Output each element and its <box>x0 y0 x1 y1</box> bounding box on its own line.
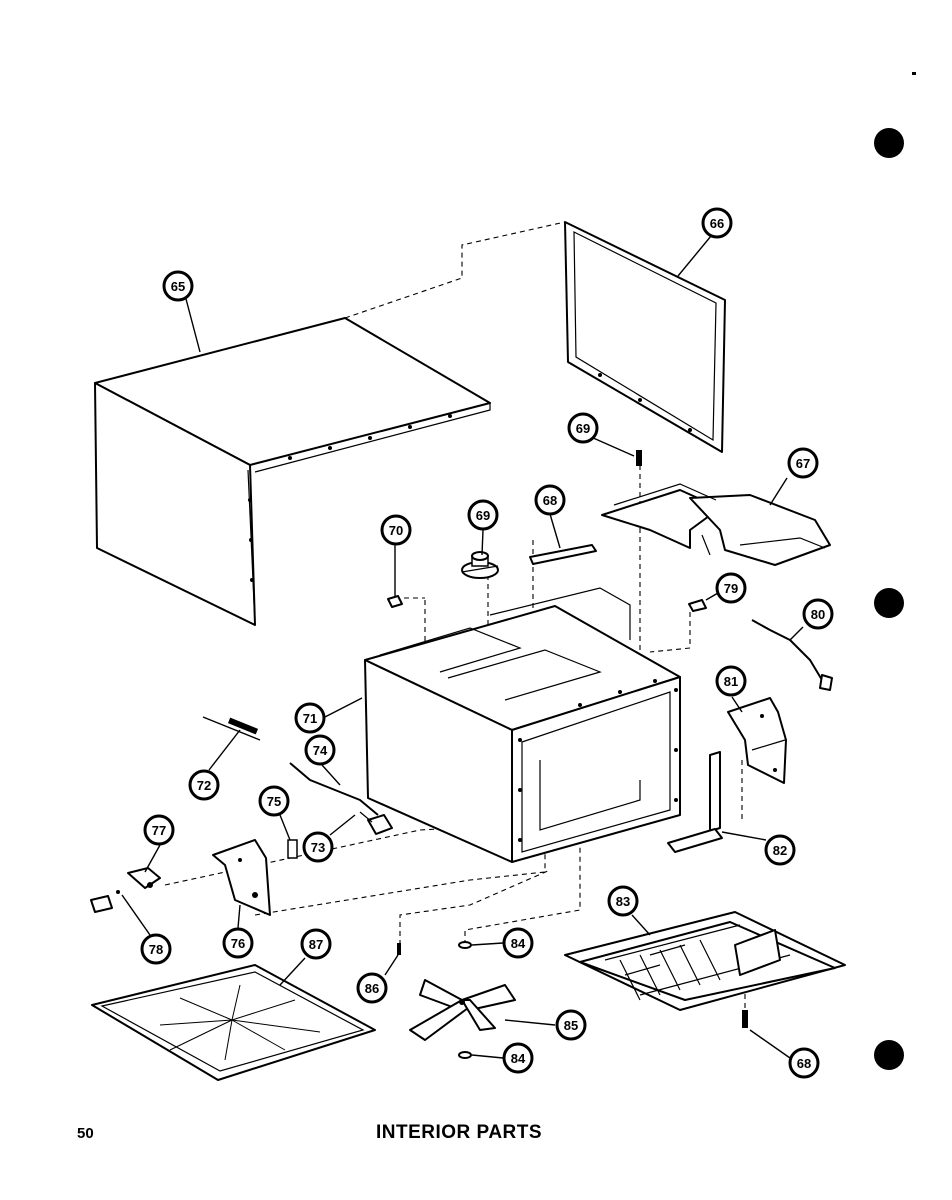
callout-79: 79 <box>715 572 747 604</box>
callout-74: 74 <box>304 734 336 766</box>
scan-mark <box>912 72 916 75</box>
callout-label: 76 <box>231 936 245 951</box>
screw-part <box>636 450 642 466</box>
oven-cavity-part <box>364 587 681 863</box>
switch-part <box>359 811 393 835</box>
callout-78: 78 <box>140 933 172 965</box>
callout-85: 85 <box>555 1009 587 1041</box>
callout-83: 83 <box>607 885 639 917</box>
callout-65: 65 <box>162 270 194 302</box>
callout-label: 65 <box>171 279 185 294</box>
outer-cover-part <box>94 317 491 626</box>
callout-68-upper: 68 <box>534 484 566 516</box>
callout-86: 86 <box>356 972 388 1004</box>
callout-label: 84 <box>511 936 526 951</box>
binder-hole <box>874 1040 904 1070</box>
tray-ribs <box>159 984 321 1061</box>
callout-69-lower: 69 <box>467 499 499 531</box>
callout-66: 66 <box>701 207 733 239</box>
binder-hole <box>874 128 904 158</box>
callout-label: 74 <box>313 743 328 758</box>
motor-part <box>461 551 499 579</box>
callout-label: 77 <box>152 823 166 838</box>
screw-part <box>742 1010 748 1028</box>
callout-70: 70 <box>380 514 412 546</box>
clip-part <box>688 599 707 612</box>
callout-label: 68 <box>543 493 557 508</box>
latch-lever-part <box>289 762 379 816</box>
hinge-bracket-part <box>751 619 833 691</box>
callout-label: 84 <box>511 1051 526 1066</box>
callout-81: 81 <box>715 665 747 697</box>
callout-label: 86 <box>365 981 379 996</box>
callout-label: 78 <box>149 942 163 957</box>
callout-68-lower: 68 <box>788 1047 820 1079</box>
switch-bracket-part <box>212 839 271 916</box>
switch-part <box>90 890 120 913</box>
leader-lines <box>121 235 804 1059</box>
callout-67: 67 <box>787 447 819 479</box>
nut-part <box>458 941 472 949</box>
callout-label: 66 <box>710 216 724 231</box>
callout-label: 71 <box>303 711 317 726</box>
callout-87: 87 <box>300 928 332 960</box>
callout-76: 76 <box>222 927 254 959</box>
glass-tray-part <box>91 964 376 1081</box>
callout-73: 73 <box>302 831 334 863</box>
callout-label: 75 <box>267 794 281 809</box>
bottom-tray-part <box>564 911 846 1011</box>
callout-label: 81 <box>724 674 738 689</box>
spring-part <box>202 716 261 741</box>
callout-77: 77 <box>143 814 175 846</box>
callout-72: 72 <box>188 769 220 801</box>
callout-82: 82 <box>764 834 796 866</box>
callout-71: 71 <box>294 702 326 734</box>
back-panel-part <box>564 221 726 453</box>
duct-assembly-part <box>601 483 831 566</box>
callout-label: 72 <box>197 778 211 793</box>
fan-blade-part <box>409 979 516 1041</box>
callout-75: 75 <box>258 785 290 817</box>
switch-part <box>127 867 161 889</box>
callout-label: 79 <box>724 581 738 596</box>
nut-part <box>458 1051 472 1059</box>
callout-label: 69 <box>476 508 490 523</box>
callout-80: 80 <box>802 598 834 630</box>
side-bracket-part <box>727 697 787 784</box>
pin-part <box>397 943 401 955</box>
small-part <box>287 839 298 859</box>
callout-69-upper: 69 <box>567 412 599 444</box>
callout-label: 80 <box>811 607 825 622</box>
l-bracket-part <box>667 751 723 853</box>
callout-label: 67 <box>796 456 810 471</box>
clip-part <box>387 595 403 608</box>
page-number: 50 <box>77 1125 94 1142</box>
callout-label: 73 <box>311 840 325 855</box>
callout-label: 82 <box>773 843 787 858</box>
binder-hole <box>874 588 904 618</box>
callout-label: 69 <box>576 421 590 436</box>
page-title: INTERIOR PARTS <box>376 1122 543 1143</box>
callout-label: 85 <box>564 1018 578 1033</box>
callout-84-lower: 84 <box>502 1042 534 1074</box>
callout-label: 70 <box>389 523 403 538</box>
bracket-strip-part <box>529 544 597 565</box>
callout-label: 87 <box>309 937 323 952</box>
callout-84-upper: 84 <box>502 927 534 959</box>
callout-label: 68 <box>797 1056 811 1071</box>
callout-label: 83 <box>616 894 630 909</box>
